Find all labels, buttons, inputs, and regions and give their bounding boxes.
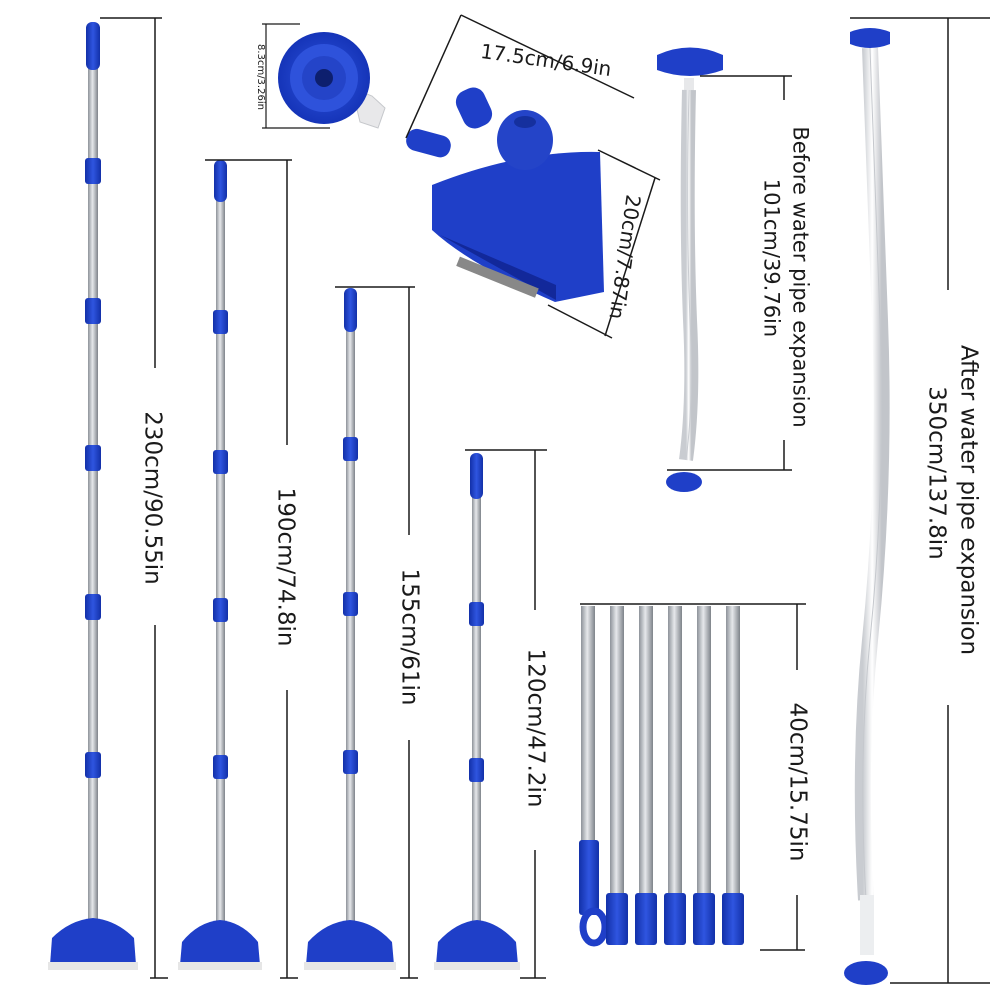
label-pole-230: 230cm/90.55in [139, 411, 166, 585]
pole-190 [178, 160, 262, 970]
label-before-value: 101cm/39.76in [759, 178, 784, 338]
label-after-value: 350cm/137.8in [923, 386, 950, 560]
label-after-title: After water pipe expansion [955, 344, 982, 656]
pole-sections [579, 606, 744, 947]
label-section-40: 40cm/15.75in [784, 702, 811, 862]
pole-120 [434, 453, 520, 970]
dimension-line-155 [335, 286, 418, 979]
dimension-line-120 [465, 449, 547, 979]
dimension-line-230 [100, 17, 168, 979]
pole-230 [48, 22, 138, 970]
dimension-line-40 [580, 603, 806, 951]
label-pole-155: 155cm/61in [396, 568, 423, 706]
label-pole-120: 120cm/47.2in [522, 648, 549, 808]
label-pole-190: 190cm/74.8in [272, 487, 299, 647]
label-before-title: Before water pipe expansion [788, 126, 813, 428]
label-cone-size: 8.3cm/3.26in [255, 44, 266, 110]
dimension-line-after [850, 17, 990, 984]
dimension-line-head [405, 14, 661, 339]
hose-before [657, 47, 723, 492]
vacuum-head [406, 87, 604, 302]
hose-after [844, 28, 890, 985]
dimension-line-cone [262, 23, 330, 129]
dimension-line-190 [205, 159, 298, 979]
cone-fitting [278, 32, 386, 129]
dimension-line-before [667, 75, 792, 471]
pole-155 [304, 288, 396, 970]
